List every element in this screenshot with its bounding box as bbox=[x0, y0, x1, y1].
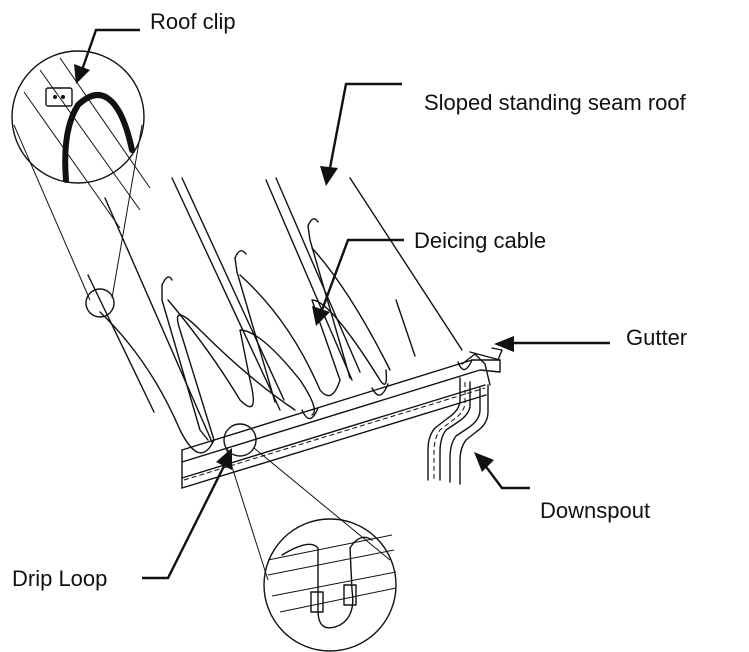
label-deicing-cable: Deicing cable bbox=[414, 228, 546, 253]
label-roof: Sloped standing seam roof bbox=[424, 90, 687, 115]
roof-clip-magnifier bbox=[11, 50, 151, 318]
label-roof-clip: Roof clip bbox=[150, 9, 236, 34]
drip-loop-detail-circle bbox=[263, 518, 397, 652]
label-drip-loop: Drip Loop bbox=[12, 566, 107, 591]
drip-loop-focus-circle bbox=[223, 423, 257, 457]
standing-seams bbox=[161, 218, 416, 441]
clip-icon bbox=[45, 87, 73, 107]
roof-clip-detail-circle bbox=[11, 50, 145, 184]
drip-loop-magnifier bbox=[223, 423, 397, 652]
gutter bbox=[181, 347, 503, 489]
downspout bbox=[427, 377, 489, 485]
leaders bbox=[74, 28, 610, 580]
roof-panels bbox=[87, 177, 463, 443]
deicing-cable-path bbox=[99, 247, 391, 454]
label-downspout: Downspout bbox=[540, 498, 650, 523]
roof-clip-focus-circle bbox=[85, 288, 115, 318]
label-gutter: Gutter bbox=[626, 325, 687, 350]
